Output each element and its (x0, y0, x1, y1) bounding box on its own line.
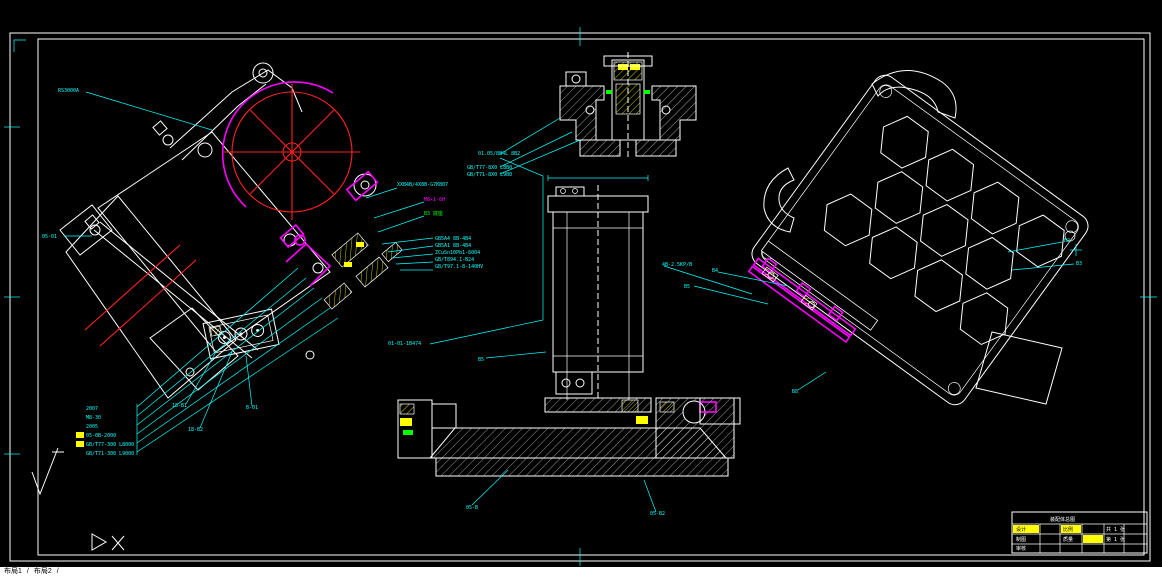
title-block-cell: 比例 (1063, 526, 1073, 533)
hex-holes (823, 115, 1065, 346)
title-block-cell: 第 1 张 (1106, 536, 1125, 543)
detail-inset (202, 308, 280, 360)
layout-tab-1[interactable]: 布局1 (4, 568, 22, 575)
callout-label: B4 (712, 268, 718, 274)
callout-label: 18-B1 (172, 403, 187, 409)
parts-list-row: 2007 (86, 406, 98, 412)
view-column (547, 175, 649, 400)
sheet-symbols (31, 447, 125, 551)
title-block-cell: 质量 (1063, 536, 1073, 543)
callout-label: B3 (1076, 261, 1082, 267)
parts-list: 2007 M8-30 2005 05-0B-2000 GB/T77-300 L8… (76, 406, 134, 457)
print-x-mark (111, 535, 125, 551)
callout-label: 01.05/8B4L 8B2 (478, 151, 520, 157)
callout-label: GB/T97.1-8-140HV (435, 264, 483, 270)
magenta-rail (747, 240, 879, 344)
hook-arm-left (763, 167, 795, 233)
title-block: 装配体总图 设计 制图 审核 比例 质量 共 1 张 第 1 张 (1011, 511, 1148, 554)
callout-label: B2 (1064, 238, 1070, 244)
view-base-section (397, 372, 741, 477)
callout-label: ZCuSn10Pb1-6004 (435, 250, 480, 256)
callout-label: 05-01 (42, 234, 57, 240)
callout-label: GB5A1 8B-4B4 (435, 243, 471, 249)
view-left-assembly (59, 62, 377, 399)
callout-label: 05-B (466, 505, 478, 511)
callout-label: B5 (684, 284, 690, 290)
layout-tab-2[interactable]: 布局2 (33, 568, 52, 575)
title-block-cell: 制图 (1016, 536, 1026, 543)
callout-label-magenta: M8×1-6H (424, 197, 445, 203)
callout-label: 18-B2 (188, 427, 203, 433)
hook-arm-top (871, 70, 957, 119)
sheet-border (4, 27, 1157, 566)
callout-label-green: B3 底座 (424, 210, 443, 217)
callout-label: GB/T77-8X0 L8B0 (467, 165, 512, 171)
layout-tab-bar: 布局1 / 布局2 / (0, 567, 1162, 576)
callout-label: B8 (792, 389, 798, 395)
parts-list-row: 05-0B-2000 (86, 433, 116, 439)
red-circle-detail (84, 84, 360, 347)
title-block-title: 装配体总图 (1050, 516, 1075, 523)
title-block-cell: 审核 (1016, 545, 1026, 552)
tab-separator: / (26, 568, 29, 575)
callout-label: GB5A4 8B-4B4 (435, 236, 471, 242)
callout-label: GB/T894.1-B24 (435, 257, 474, 263)
callout-label: GB/T71-8X0 L9B0 (467, 172, 512, 178)
callout-label: 05-B2 (650, 511, 665, 517)
parts-list-row: 2005 (86, 424, 98, 430)
title-block-cell: 设计 (1016, 526, 1026, 533)
parts-list-row: M8-30 (86, 415, 101, 421)
clamp-parts (323, 232, 403, 310)
callout-label: 01-01-1B474 (388, 341, 421, 347)
annotation-labels: RS3000A 05-01 GB5A4 8B-4B4 GB5A1 8B-4B4 … (42, 88, 1082, 517)
print-triangle-mark (91, 533, 108, 551)
tab-separator-2: / (56, 568, 59, 575)
callout-label: B5 (478, 357, 484, 363)
magenta-highlight-left (221, 81, 379, 287)
callout-label: B-01 (246, 405, 258, 411)
view-plate (747, 70, 1089, 406)
parts-list-row: GB/T77-300 L8000 (86, 442, 134, 448)
parts-list-row: GB/T71-300 L9000 (86, 451, 134, 457)
callout-label: 4B-2.5KP/B (662, 262, 692, 268)
callout-label: XXB4B/4X8B-G7KB07 (397, 182, 448, 188)
callout-label: RS3000A (58, 88, 79, 94)
title-block-cell: 共 1 张 (1106, 526, 1125, 533)
leader-lines (64, 91, 1075, 513)
corner-block (975, 331, 1063, 405)
view-section-top (559, 52, 697, 160)
surface-finish-symbol (31, 447, 59, 496)
